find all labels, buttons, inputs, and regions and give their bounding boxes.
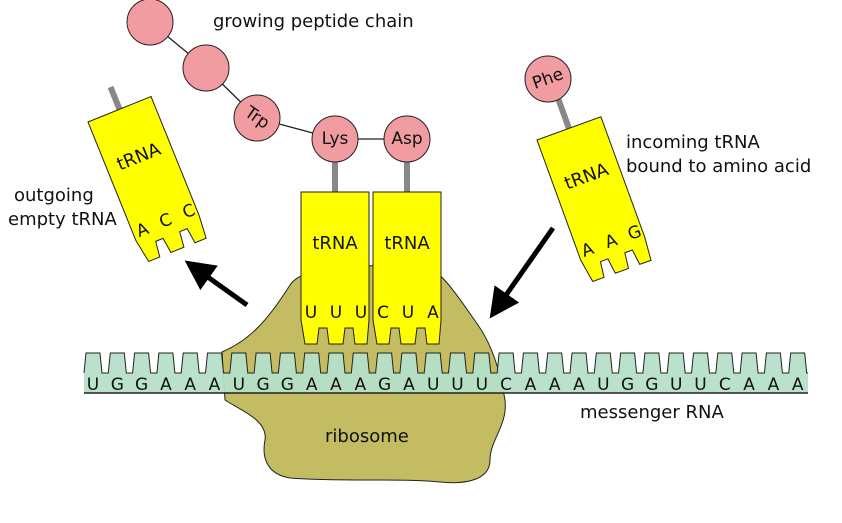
- ribosome-label: ribosome: [325, 426, 409, 447]
- mrna-base: A: [306, 375, 318, 395]
- amino-acid-trp: [233, 94, 281, 142]
- outgoing-stem: [107, 85, 123, 111]
- outgoing-label-line2: empty tRNA: [8, 209, 117, 230]
- mrna-base: U: [670, 375, 682, 395]
- mrna-base: G: [378, 375, 391, 395]
- mrna-base: A: [549, 375, 561, 395]
- anticodon-base: U: [355, 303, 367, 323]
- amino-acid-1: [126, 0, 174, 46]
- trna-outgoing: tRNA A C C: [87, 85, 209, 264]
- mrna-base: A: [743, 375, 755, 395]
- mrna-label: messenger RNA: [580, 402, 724, 423]
- trna-lys: tRNA U U U: [300, 191, 370, 345]
- mrna-base: G: [111, 375, 124, 395]
- mrna-outline: [83, 352, 808, 374]
- mrna-base: U: [87, 375, 99, 395]
- mrna-base: U: [233, 375, 245, 395]
- mrna-base: G: [135, 375, 148, 395]
- mrna-base: A: [209, 375, 221, 395]
- anticodon-base: C: [377, 303, 389, 323]
- anticodon-base: U: [305, 303, 317, 323]
- mrna-base: U: [427, 375, 439, 395]
- mrna-base: A: [768, 375, 780, 395]
- mrna-base: U: [694, 375, 706, 395]
- anticodon-base: U: [402, 303, 414, 323]
- mrna-base: A: [330, 375, 342, 395]
- mrna-base: G: [621, 375, 634, 395]
- anticodon-base: U: [330, 303, 342, 323]
- mrna-base: U: [597, 375, 609, 395]
- outgoing-arrow: [184, 260, 249, 308]
- anticodon-base: G: [625, 222, 644, 245]
- trna-lys-label: tRNA: [312, 233, 358, 254]
- mrna-base: C: [500, 375, 512, 395]
- trna-asp: tRNA C U A: [372, 191, 442, 345]
- mrna-base: A: [792, 375, 804, 395]
- peptide-label: growing peptide chain: [213, 11, 414, 32]
- amino-acid-lys: [311, 115, 359, 163]
- trna-asp-label: tRNA: [384, 233, 430, 254]
- incoming-arrow: [489, 226, 556, 319]
- mrna-base: G: [257, 375, 270, 395]
- mrna-base: G: [645, 375, 658, 395]
- mrna-base: A: [354, 375, 366, 395]
- amino-acid-2: [182, 44, 230, 92]
- mrna-base: A: [160, 375, 172, 395]
- outgoing-label-line1: outgoing: [14, 185, 94, 206]
- amino-acid-asp: [383, 115, 431, 163]
- mrna-base: A: [573, 375, 585, 395]
- mrna-base: C: [719, 375, 731, 395]
- trna-incoming: tRNA A A G: [536, 89, 654, 284]
- mrna-base: A: [525, 375, 537, 395]
- lys-label: Lys: [322, 129, 349, 149]
- mrna-base: U: [476, 375, 488, 395]
- mrna-base: A: [184, 375, 196, 395]
- mrna-base: U: [451, 375, 463, 395]
- incoming-label-line2: bound to amino acid: [626, 156, 811, 177]
- asp-label: Asp: [391, 129, 422, 149]
- mrna-base: A: [403, 375, 415, 395]
- mrna-base: G: [281, 375, 294, 395]
- anticodon-base: A: [427, 303, 439, 323]
- incoming-label-line1: incoming tRNA: [626, 132, 760, 153]
- amino-acid-phe: [524, 55, 572, 103]
